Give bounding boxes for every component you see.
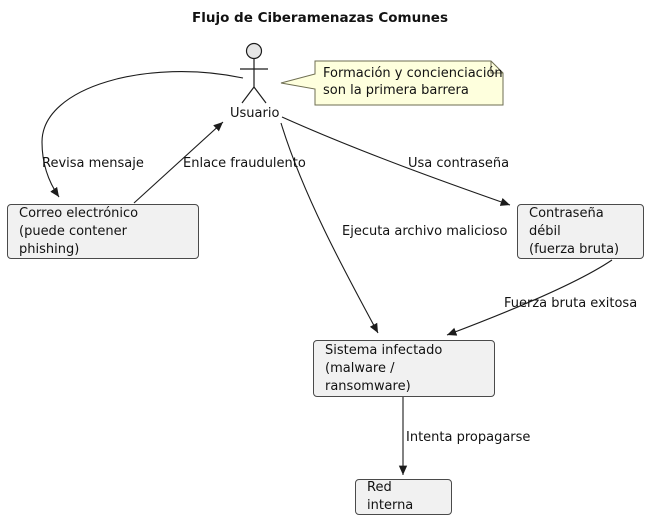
node-correo-electronico: Correo electrónico (puede contener phish… <box>7 204 199 259</box>
actor-left-leg <box>242 87 254 103</box>
edge-enlace-fraudulento-arrow <box>134 122 223 203</box>
edge-label-intenta-propagarse: Intenta propagarse <box>406 430 531 445</box>
node-sistema-infectado: Sistema infectado (malware / ransomware) <box>313 340 495 397</box>
edge-label-usa-contrasena: Usa contraseña <box>408 156 510 171</box>
node-red-line-1: Red interna <box>367 480 414 513</box>
node-correo-line-2: (puede contener phishing) <box>19 223 127 257</box>
edge-fuerza-bruta-arrow <box>447 260 612 336</box>
actor-right-leg <box>254 87 266 103</box>
edge-label-enlace-fraudulento: Enlace fraudulento <box>183 156 306 171</box>
note-shape <box>281 61 503 105</box>
note-bubble <box>281 61 503 105</box>
note-text: Formación y concienciación son la primer… <box>323 65 503 99</box>
diagram-title: Flujo de Ciberamenazas Comunes <box>191 10 448 26</box>
usuario-actor-icon <box>240 44 268 104</box>
edge-label-revisa-mensaje: Revisa mensaje <box>42 156 144 171</box>
node-correo-line-1: Correo electrónico <box>19 205 139 221</box>
edge-revisa-mensaje-arrow <box>42 72 243 197</box>
edge-ejecuta-archivo-arrow <box>281 123 378 333</box>
actor-head <box>247 44 262 59</box>
node-sistema-line-2: (malware / ransomware) <box>325 360 411 394</box>
edge-usa-contrasena-arrow <box>282 117 510 206</box>
node-red-interna: Red interna <box>355 479 452 515</box>
edge-label-fuerza-bruta: Fuerza bruta exitosa <box>504 296 638 311</box>
edge-label-ejecuta-archivo: Ejecuta archivo malicioso <box>342 224 508 239</box>
note-fold-icon <box>491 61 503 73</box>
node-contrasena-line-2: (fuerza bruta) <box>529 241 620 257</box>
note-line-1: Formación y concienciación <box>323 66 503 81</box>
node-contrasena-debil: Contraseña débil (fuerza bruta) <box>517 204 644 259</box>
node-sistema-line-1: Sistema infectado <box>325 342 443 358</box>
node-contrasena-line-1: Contraseña débil <box>529 205 604 239</box>
note-line-2: son la primera barrera <box>323 83 469 98</box>
actor-label-usuario: Usuario <box>230 106 280 121</box>
